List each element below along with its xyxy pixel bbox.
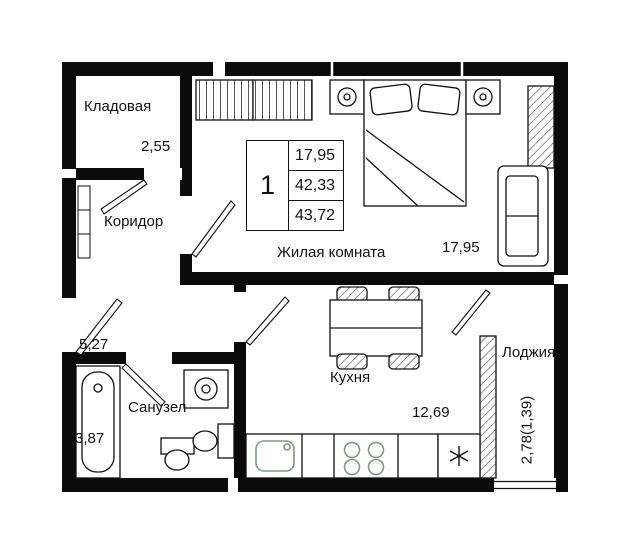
stove xyxy=(343,441,385,476)
storage-door xyxy=(100,179,148,215)
vent-shaft xyxy=(527,85,555,169)
room-area-kuhnya: 12,69 xyxy=(412,404,450,421)
nightstand-right xyxy=(465,79,501,115)
total-area-value: 43,72 xyxy=(295,206,336,224)
rooms-count: 1 xyxy=(247,141,289,230)
washing-machine xyxy=(183,369,229,409)
kitchen-door xyxy=(245,296,290,346)
room-label-koridor: Коридор xyxy=(104,213,164,230)
window-jambs xyxy=(330,62,464,76)
room-area-koridor: 5,27 xyxy=(79,336,109,353)
bed xyxy=(363,79,467,207)
entrance-door xyxy=(75,298,123,356)
loggia-partition xyxy=(479,335,497,479)
loggia-window xyxy=(494,480,556,490)
room-area-kladovaya: 2,55 xyxy=(141,138,171,155)
fridge-snowflake-icon xyxy=(449,446,469,466)
living-room-door xyxy=(191,200,236,258)
fridge xyxy=(437,433,481,479)
bathtub xyxy=(75,365,121,479)
wardrobe xyxy=(195,79,313,121)
nightstand-left xyxy=(329,79,365,115)
toilet xyxy=(192,423,235,459)
corridor-shelf xyxy=(77,185,91,259)
door-leaves xyxy=(75,179,491,407)
room-area-sanuzel: 3,87 xyxy=(75,430,105,447)
room-label-sanuzel: Санузел xyxy=(128,399,187,416)
room-label-lodzhiya: Лоджия xyxy=(502,344,556,361)
living-area-value: 17,95 xyxy=(289,141,343,171)
furniture xyxy=(75,79,549,479)
bathroom-door xyxy=(121,363,166,407)
dining-table xyxy=(329,286,423,370)
kitchen-sink xyxy=(255,440,295,472)
room-label-zhilaya-komnata: Жилая комната xyxy=(277,244,386,261)
area-value: 42,33 xyxy=(289,171,343,201)
loggia-door xyxy=(451,289,491,336)
bathroom-sink xyxy=(160,437,195,471)
room-area-lodzhiya: 2,78(1,39) xyxy=(518,395,536,465)
room-label-kuhnya: Кухня xyxy=(330,369,371,386)
room-area-zhilaya-komnata: 17,95 xyxy=(442,239,480,256)
room-label-kladovaya: Кладовая xyxy=(84,98,152,115)
sofa xyxy=(497,165,549,267)
apartment-info-box: 1 17,95 42,33 43,72 xyxy=(246,140,344,231)
area-values: 17,95 42,33 43,72 xyxy=(289,141,343,230)
